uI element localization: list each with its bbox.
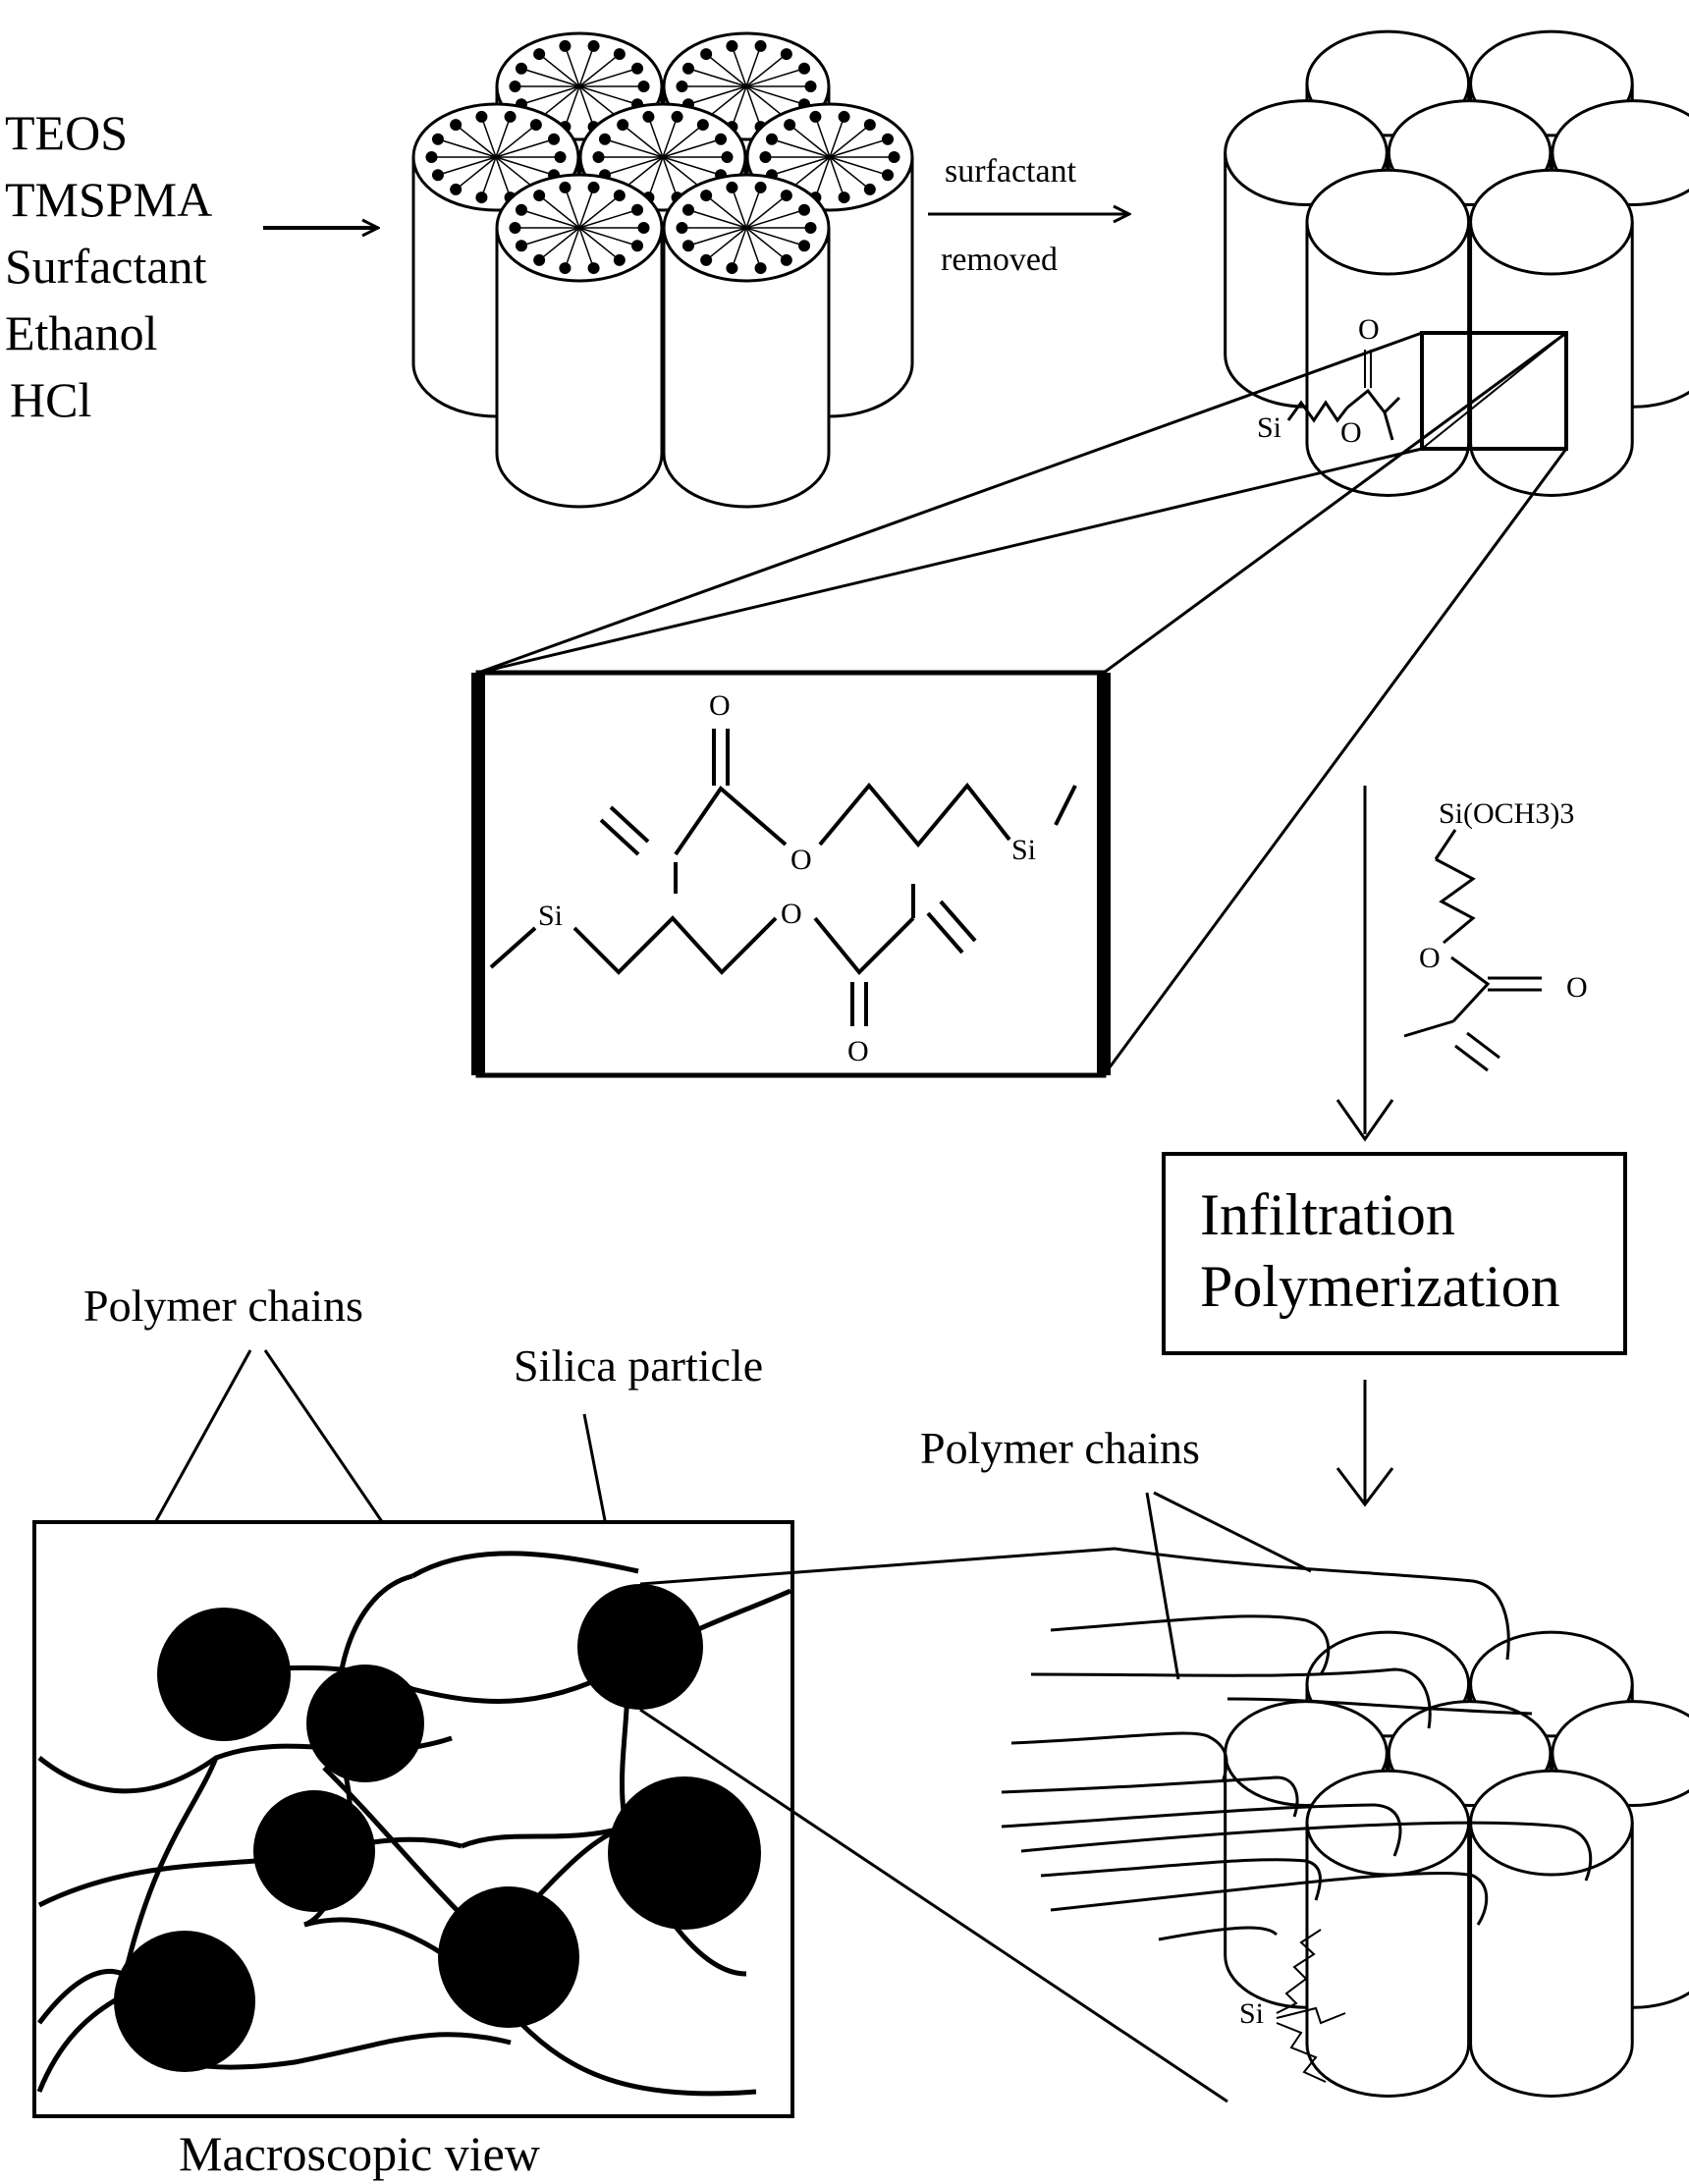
zoom-projection-line: [1103, 331, 1567, 675]
tmspma-monomer-structure: Si(OCH3)3 O O: [1403, 797, 1588, 1072]
mesoporous-cylinder-bundle: [1224, 29, 1689, 497]
silica-particle: [608, 1776, 761, 1930]
small-o-top: O: [1358, 313, 1380, 346]
zoom-o-mid2: O: [781, 898, 802, 930]
silica-particle: [253, 1790, 375, 1912]
zoom-si-a: Si: [1011, 834, 1036, 866]
label-polymer-chains-right: Polymer chains: [920, 1423, 1200, 1473]
zoom-projection-line: [477, 447, 1423, 675]
process-infiltration: Infiltration: [1200, 1182, 1455, 1247]
monomer-o-carbonyl: O: [1566, 971, 1588, 1004]
zoom-o-mid: O: [790, 844, 812, 876]
zoomed-pore-wall-box: O O Si Si O O: [471, 670, 1111, 1078]
monomer-o-ester: O: [1419, 942, 1441, 974]
label-macroscopic-view: Macroscopic view: [179, 2126, 540, 2181]
surfactant-micelle: [509, 181, 650, 275]
surfactant-micelle: [676, 181, 817, 275]
zoom-o-top: O: [709, 689, 731, 722]
reagent-teos: TEOS: [5, 105, 128, 160]
process-polymerization: Polymerization: [1200, 1254, 1560, 1319]
zoom-projection-line: [1102, 448, 1568, 1076]
particle-projection-line: [639, 1708, 1228, 2103]
reagent-surfactant: Surfactant: [5, 239, 207, 294]
reagent-list: TEOS TMSPMA Surfactant Ethanol HCl: [5, 105, 212, 427]
reagent-hcl: HCl: [10, 372, 91, 427]
zoom-region-square: [1420, 331, 1568, 451]
composite-pore-chem: Si: [1239, 1929, 1346, 2083]
label-polymer-chains-left: Polymer chains: [83, 1281, 363, 1331]
cylinder: [495, 173, 664, 509]
composite-si: Si: [1239, 1997, 1264, 2030]
monomer-si-group: Si(OCH3)3: [1439, 797, 1574, 830]
label-silica-particle: Silica particle: [514, 1340, 763, 1391]
small-si: Si: [1257, 411, 1281, 444]
process-box: [1162, 1152, 1627, 1355]
zoom-projection-line: [477, 331, 1423, 675]
cylinder: [1469, 1769, 1634, 2098]
small-o-bottom: O: [1340, 416, 1362, 449]
cylinder: [662, 173, 831, 509]
step-label-surfactant: surfactant: [945, 153, 1077, 190]
composite-cylinder-bundle: [1224, 1630, 1689, 2098]
silica-particle: [306, 1665, 424, 1782]
reagent-tmspma: TMSPMA: [5, 172, 212, 227]
cylinder: [1469, 168, 1634, 497]
silica-particles: [114, 1584, 761, 2072]
silica-particle: [438, 1886, 579, 2028]
template-cylinder-bundle: [411, 31, 914, 509]
silica-particle: [157, 1608, 291, 1741]
macroscopic-view-box: [32, 1520, 794, 2118]
particle-projection-line: [639, 1547, 1116, 1586]
reagent-ethanol: Ethanol: [5, 305, 158, 360]
silica-particle: [577, 1584, 703, 1710]
silica-particle: [114, 1931, 255, 2072]
zoom-o-bottom: O: [847, 1035, 869, 1067]
pore-wall-chemistry: Si O O: [1257, 313, 1401, 449]
step-label-removed: removed: [941, 242, 1058, 278]
cylinder: [1305, 168, 1471, 497]
composite-polymer-chains: [1001, 1547, 1593, 1941]
zoom-si-b: Si: [538, 900, 563, 932]
cylinder: [1305, 1769, 1471, 2098]
